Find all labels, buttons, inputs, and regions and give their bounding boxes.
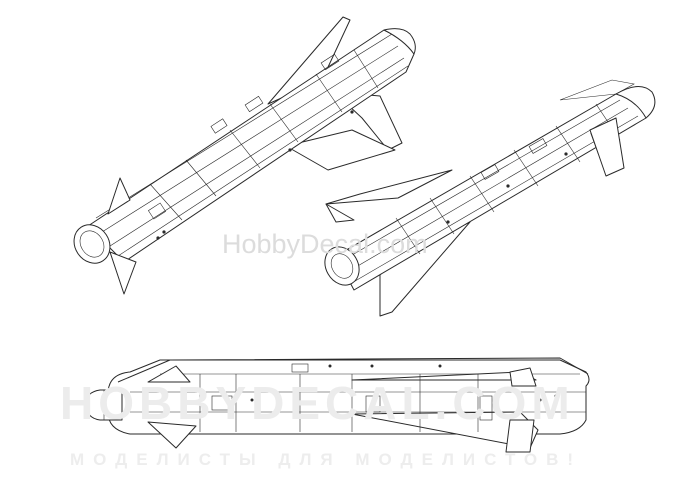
canard-upper: [147, 365, 191, 383]
fin-ventral: [285, 129, 396, 171]
canard-lower: [147, 421, 197, 449]
rear-cap: [615, 86, 656, 119]
nose-dome: [73, 224, 111, 264]
fin-upper: [325, 169, 453, 205]
missile-view-upper-right: [324, 79, 656, 317]
missile-view-upper-left: [73, 16, 416, 295]
fin-rear-lower: [505, 419, 535, 453]
fin-rear-upper: [509, 367, 537, 387]
canard-lower: [109, 251, 137, 295]
fin-ventral: [351, 411, 539, 449]
canard-upper: [107, 177, 131, 215]
fin-rear: [589, 117, 625, 177]
missile-view-side: [85, 357, 590, 453]
rear-cap: [383, 28, 416, 55]
canard-upper: [325, 203, 355, 223]
